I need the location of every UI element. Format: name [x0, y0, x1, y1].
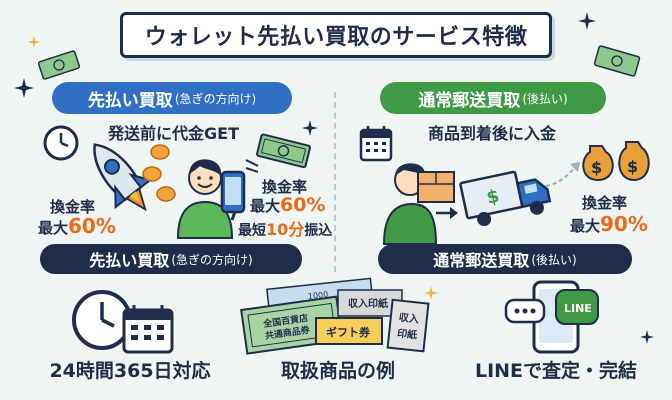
payout-speed-value: 10分 — [266, 220, 305, 239]
feature-label-line: LINEで査定・完結 — [474, 360, 638, 382]
rate-c-label: 換金率 — [582, 194, 628, 212]
delivery-truck-icon: $ — [459, 170, 552, 227]
rate-c-value: 90% — [600, 212, 648, 236]
rocket-icon — [93, 143, 153, 212]
coins-icon — [142, 144, 176, 202]
person-with-package-icon — [382, 163, 455, 245]
product-examples: 1000 全国百貨店 共通商品券 収入印紙 ギフト券 収入 印紙 — [240, 277, 436, 355]
smartphone-icon — [220, 170, 246, 214]
rate-b-prefix: 最大 — [250, 197, 281, 215]
money-bags-icon: $ $ — [582, 141, 650, 182]
feature-label-products: 取扱商品の例 — [280, 360, 395, 382]
panel-divider — [334, 92, 336, 272]
clock-icon — [43, 125, 79, 161]
payout-speed: 最短10分振込 — [238, 216, 332, 240]
line-chat-icon: LINE — [504, 280, 599, 354]
rate-a-prefix: 最大 — [38, 219, 69, 237]
banknote-value: 1000 — [307, 290, 328, 301]
stamp-vertical-1: 収入 — [398, 312, 419, 326]
rate-b: 最大60% — [250, 194, 326, 216]
svg-text:$: $ — [485, 186, 502, 209]
stamp-card-label: 収入印紙 — [348, 297, 388, 310]
mail-purchase-footer-main: 通常郵送買取 — [433, 251, 530, 270]
mail-purchase-footer-sub: (後払い) — [531, 252, 577, 267]
advance-purchase-header-sub: (急ぎの方向け) — [174, 91, 257, 106]
motion-lines-icon — [245, 159, 259, 173]
clock-calendar-icon — [72, 290, 174, 354]
payout-speed-suffix: 振込 — [304, 223, 333, 239]
payout-speed-prefix: 最短 — [238, 223, 266, 239]
rate-a-value: 60% — [68, 214, 116, 238]
advance-tagline: 発送前に代金GET — [108, 124, 239, 143]
advance-purchase-footer-main: 先払い買取 — [89, 251, 170, 270]
mail-tagline: 商品到着後に入金 — [428, 124, 557, 143]
rate-a: 最大60% — [38, 214, 116, 238]
advance-purchase-header: 先払い買取 (急ぎの方向け) — [52, 82, 292, 114]
sparkle-icon — [640, 330, 654, 344]
stamp-vertical-2: 印紙 — [397, 327, 418, 342]
page-title: ウォレット先払い買取のサービス特徴 — [120, 12, 552, 58]
sparkle-icon — [14, 78, 34, 98]
sparkle-icon — [28, 36, 40, 48]
money-bill-icon — [37, 50, 81, 80]
calendar-icon — [359, 126, 393, 162]
person-with-phone-icon — [176, 159, 242, 239]
mail-purchase-header: 通常郵送買取 (後払い) — [380, 82, 606, 114]
mail-purchase-footer: 通常郵送買取 (後払い) — [378, 244, 632, 274]
advance-purchase-header-main: 先払い買取 — [87, 90, 173, 111]
gift-cards-icon: 1000 全国百貨店 共通商品券 収入印紙 ギフト券 収入 印紙 — [240, 277, 430, 355]
advance-purchase-footer: 先払い買取 (急ぎの方向け) — [40, 244, 302, 274]
rate-c-prefix: 最大 — [570, 217, 601, 235]
feature-label-24h: 24時間365日対応 — [49, 360, 211, 382]
arrow-right-icon — [436, 207, 458, 219]
svg-text:$: $ — [627, 157, 638, 176]
money-bill-icon — [593, 45, 641, 77]
rate-b-value: 60% — [280, 194, 326, 216]
sparkle-icon — [302, 120, 318, 136]
cash-stack-icon — [256, 133, 312, 169]
rate-b-label: 換金率 — [262, 178, 308, 196]
arrow-up-right-icon — [545, 162, 580, 187]
sparkle-icon — [578, 12, 596, 30]
advance-purchase-footer-sub: (急ぎの方向け) — [171, 252, 253, 267]
sparkle-icon — [424, 286, 438, 300]
svg-text:$: $ — [591, 158, 602, 177]
mail-purchase-header-main: 通常郵送買取 — [418, 90, 521, 111]
mail-purchase-header-sub: (後払い) — [522, 91, 568, 106]
rate-a-label: 換金率 — [50, 198, 96, 216]
rate-c: 最大90% — [570, 212, 648, 236]
gift-ticket-label: ギフト券 — [326, 325, 371, 339]
line-badge: LINE — [564, 302, 592, 315]
